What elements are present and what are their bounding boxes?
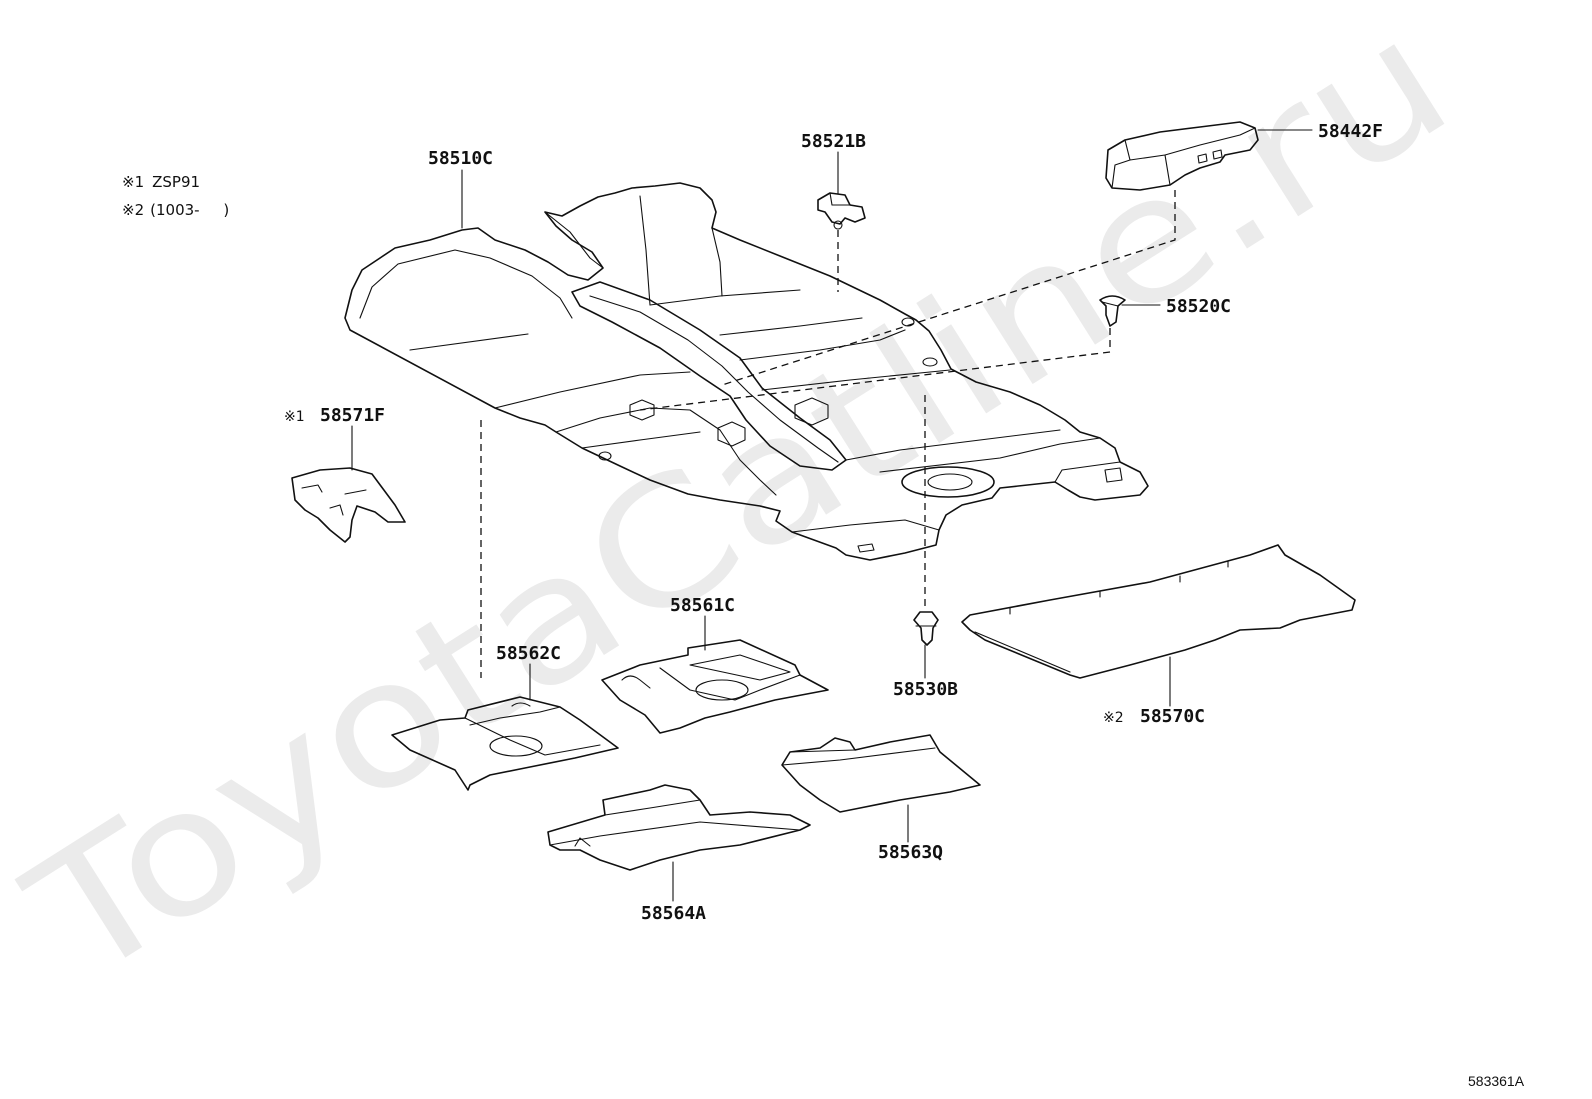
mat-detail — [464, 717, 601, 756]
clip-body — [817, 192, 866, 225]
part-58570C-mat — [961, 544, 1356, 679]
rear-left-footwell — [555, 407, 777, 496]
part-58521B-clip — [817, 192, 866, 230]
right-front-footwell-wall — [639, 195, 651, 306]
part-58530B-clip — [913, 611, 939, 646]
mount-boss — [717, 421, 746, 447]
pad-detail — [344, 489, 367, 495]
cargo-edge — [1054, 461, 1121, 483]
note-mark: ※2 — [122, 201, 144, 219]
right-front-footwell-edge — [649, 289, 801, 306]
left-footwell-rim — [359, 249, 573, 319]
part-58520C-pin — [1099, 295, 1126, 327]
cover-outline — [1105, 121, 1259, 191]
center-tunnel — [571, 281, 847, 471]
mount-boss — [794, 397, 829, 426]
center-tunnel-ridge — [589, 295, 839, 463]
mat-recess — [695, 679, 749, 701]
right-crossmember — [739, 329, 906, 361]
clip-detail — [829, 192, 851, 206]
pad-detail — [301, 484, 323, 493]
watermark: ToyotaCatline.ru — [0, 0, 1482, 1020]
note-text: (1003- ) — [150, 201, 229, 219]
part-note-mark: ※2 — [1103, 710, 1124, 726]
part-label-58530B[interactable]: 58530B — [893, 679, 958, 700]
assembly-dashed-line — [639, 328, 1111, 411]
mat-edge-thickness — [974, 631, 1071, 673]
mat-detail — [789, 749, 856, 753]
mat-outline — [961, 544, 1356, 679]
part-label-58562C[interactable]: 58562C — [496, 643, 561, 664]
part-note-mark: ※1 — [284, 409, 305, 425]
mat-detail — [511, 702, 531, 707]
mat-outline — [391, 696, 619, 791]
note-1: ※1 ZSP91 — [122, 173, 200, 191]
mat-tick — [1009, 560, 1229, 615]
mat-recess — [489, 735, 543, 757]
right-rear-floor-back — [845, 429, 1061, 461]
front-crossmember — [494, 371, 691, 409]
rear-bottom-flap — [791, 519, 940, 533]
clip-hole — [922, 357, 938, 367]
pad-outline — [291, 467, 406, 543]
clip-pin — [833, 220, 843, 230]
part-58571F-pad — [291, 467, 406, 543]
mat-detail — [621, 675, 651, 689]
note-2: ※2 (1003- ) — [122, 201, 229, 219]
part-label-58571F[interactable]: 58571F — [320, 405, 385, 426]
cutout — [1104, 467, 1123, 483]
part-58561C-mat — [601, 639, 829, 734]
mat-detail — [781, 747, 936, 766]
part-58442F-cover — [1105, 121, 1259, 191]
spare-tire-well — [901, 466, 995, 498]
mat-heel-pad — [689, 654, 791, 681]
right-rear-floor-front — [761, 369, 951, 391]
part-label-58520C[interactable]: 58520C — [1166, 296, 1231, 317]
part-label-58561C[interactable]: 58561C — [670, 595, 735, 616]
clip-hole — [598, 451, 612, 461]
part-label-58563Q[interactable]: 58563Q — [878, 842, 943, 863]
diagram-code: 583361A — [1468, 1073, 1525, 1089]
part-58510C-floor-carpet — [344, 182, 1149, 561]
rear-step-line — [879, 437, 1101, 473]
part-label-58570C[interactable]: 58570C — [1140, 706, 1205, 727]
mat-detail — [659, 667, 801, 701]
assembly-dashed-line — [721, 190, 1176, 386]
cover-slot — [1197, 153, 1208, 164]
mat-detail — [549, 821, 801, 846]
part-label-58510C[interactable]: 58510C — [428, 148, 493, 169]
mat-detail — [574, 837, 591, 847]
cover-detail — [1111, 159, 1131, 189]
pin-body — [1099, 295, 1126, 327]
note-mark: ※1 — [122, 173, 144, 191]
spare-tire-well-center — [927, 473, 973, 491]
part-label-58442F[interactable]: 58442F — [1318, 121, 1383, 142]
part-label-58521B[interactable]: 58521B — [801, 131, 866, 152]
left-footwell-floor-edge — [409, 333, 529, 351]
mat-outline — [781, 734, 981, 813]
mat-detail — [469, 706, 561, 726]
mat-detail — [604, 799, 701, 816]
pad-detail — [329, 504, 344, 516]
cover-slot — [1212, 149, 1223, 160]
part-label-58564A[interactable]: 58564A — [641, 903, 706, 924]
right-front-floor-edge — [719, 317, 863, 336]
clip-body — [913, 611, 939, 646]
tunnel-front-piece — [544, 211, 604, 269]
part-58562C-mat — [391, 696, 619, 791]
right-front-footwell-wall — [711, 227, 723, 297]
floor-carpet-outline — [344, 182, 1149, 561]
cover-detail — [1124, 127, 1256, 161]
cover-detail — [1164, 154, 1171, 186]
rear-left-floor-line — [581, 431, 701, 449]
note-text: ZSP91 — [152, 173, 200, 191]
pin-detail — [1101, 301, 1119, 307]
mat-outline — [601, 639, 829, 734]
mount-boss — [629, 399, 655, 421]
part-58563Q-mat — [781, 734, 981, 813]
part-58564A-mat — [547, 784, 811, 871]
cutout — [857, 543, 875, 553]
mat-outline — [547, 784, 811, 871]
